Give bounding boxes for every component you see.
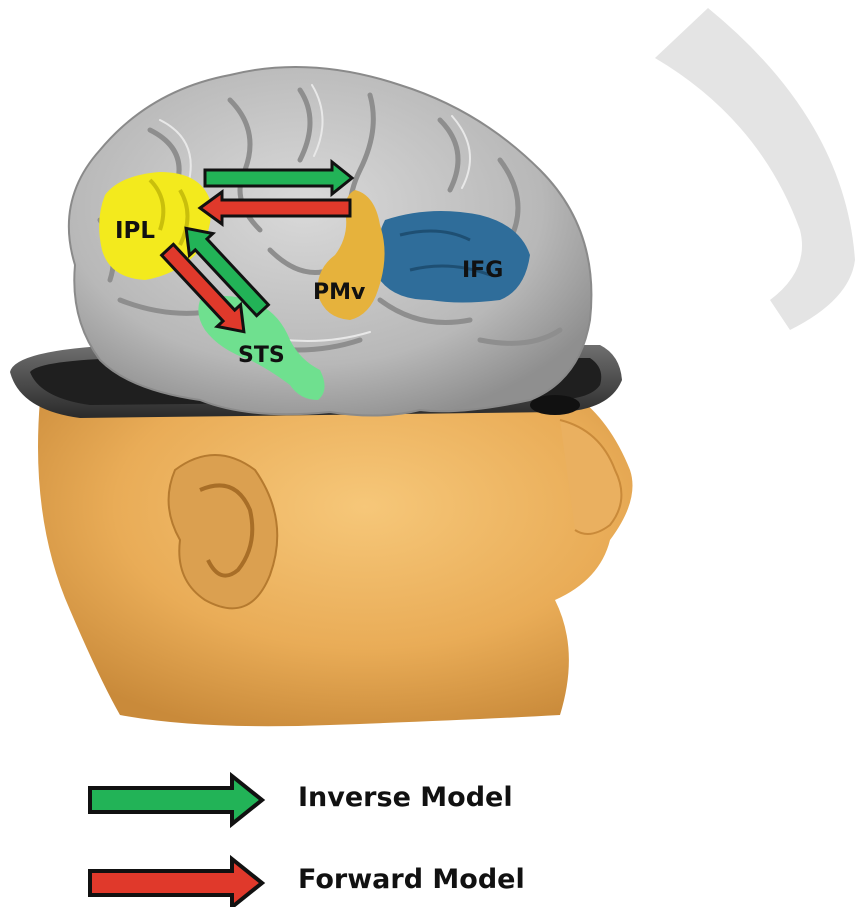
sts-label: STS bbox=[238, 343, 285, 368]
ipl-label: IPL bbox=[115, 218, 155, 244]
ifg-label: IFG bbox=[462, 258, 503, 283]
legend-forward-arrow-icon bbox=[90, 859, 262, 907]
legend-inverse-label: Inverse Model bbox=[298, 782, 513, 813]
watermark-bracket-icon bbox=[655, 8, 855, 330]
pmv-label: PMv bbox=[313, 280, 366, 305]
legend-forward-label: Forward Model bbox=[298, 864, 525, 895]
legend-inverse-arrow-icon bbox=[90, 776, 262, 824]
